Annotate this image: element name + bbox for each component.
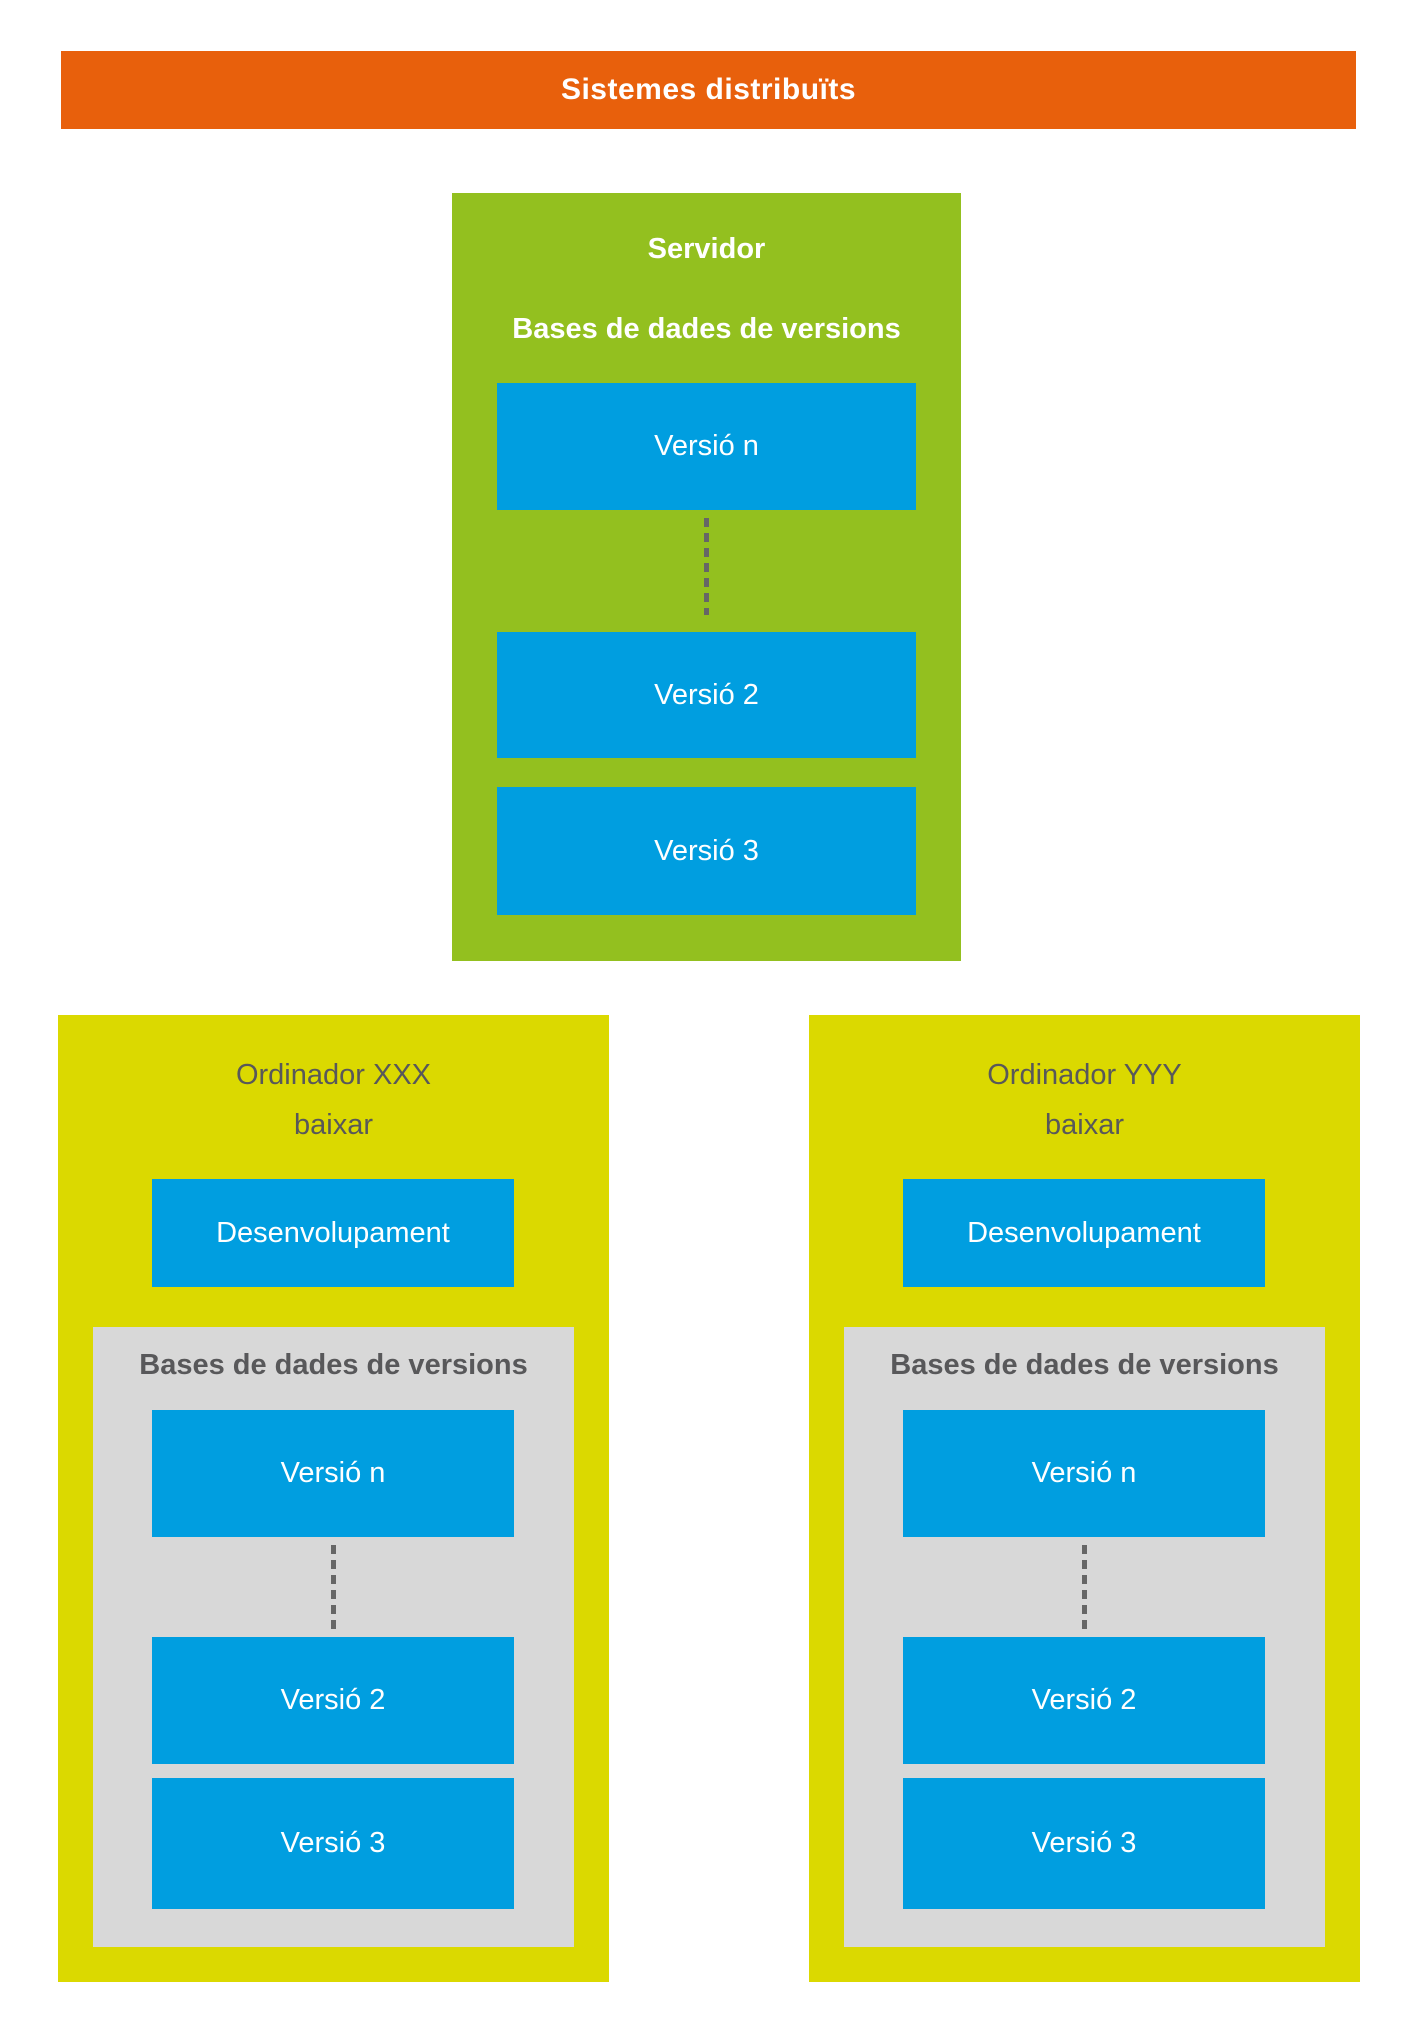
client-yyy-version-3-box: Versió 3 [903,1778,1265,1909]
client-yyy-versions-db-title: Bases de dades de versions [890,1349,1279,1381]
title-banner-label: Sistemes distribuïts [560,73,857,106]
client-yyy-version-2-label: Versió 2 [1031,1684,1137,1716]
server-version-3-box: Versió 3 [497,787,916,915]
client-yyy-version-2-box: Versió 2 [903,1637,1265,1764]
client-box-yyy: Ordinador YYY baixar Desenvolupament Bas… [809,1015,1360,1982]
server-version-2-label: Versió 2 [654,678,759,711]
client-xxx-action-label: baixar [294,1109,373,1141]
client-yyy-version-3-label: Versió 3 [1031,1827,1137,1859]
client-yyy-versions-db-panel: Bases de dades de versions Versió n Vers… [844,1327,1325,1947]
client-box-xxx: Ordinador XXX baixar Desenvolupament Bas… [58,1015,609,1982]
client-yyy-title: Ordinador YYY [987,1059,1182,1091]
server-version-2-box: Versió 2 [497,632,916,758]
client-xxx-version-2-box: Versió 2 [152,1637,514,1764]
client-xxx-version-n-label: Versió n [280,1457,386,1489]
server-title: Servidor [647,233,766,265]
server-version-n-label: Versió n [654,430,759,462]
client-yyy-action-label: baixar [1045,1109,1124,1141]
client-xxx-version-n-box: Versió n [152,1410,514,1537]
client-xxx-version-2-label: Versió 2 [280,1684,386,1716]
client-yyy-development-box: Desenvolupament [903,1179,1265,1287]
client-xxx-version-3-box: Versió 3 [152,1778,514,1909]
client-xxx-version-3-label: Versió 3 [280,1827,386,1859]
client-yyy-development-label: Desenvolupament [967,1216,1201,1249]
server-box: Servidor Bases de dades de versions Vers… [452,193,961,961]
version-ellipsis-dashed-line [1081,1545,1087,1631]
version-ellipsis-dashed-line [703,518,709,615]
client-yyy-version-n-box: Versió n [903,1410,1265,1537]
version-ellipsis-dashed-line [330,1545,336,1631]
client-xxx-versions-db-panel: Bases de dades de versions Versió n Vers… [93,1327,574,1947]
title-banner: Sistemes distribuïts [61,51,1356,129]
server-db-title: Bases de dades de versions [512,313,901,345]
server-version-3-label: Versió 3 [654,834,759,867]
server-version-n-box: Versió n [497,383,916,510]
client-xxx-title: Ordinador XXX [235,1059,432,1091]
client-xxx-versions-db-title: Bases de dades de versions [139,1349,528,1381]
client-yyy-version-n-label: Versió n [1031,1457,1137,1489]
client-xxx-development-label: Desenvolupament [216,1216,450,1249]
client-xxx-development-box: Desenvolupament [152,1179,514,1287]
